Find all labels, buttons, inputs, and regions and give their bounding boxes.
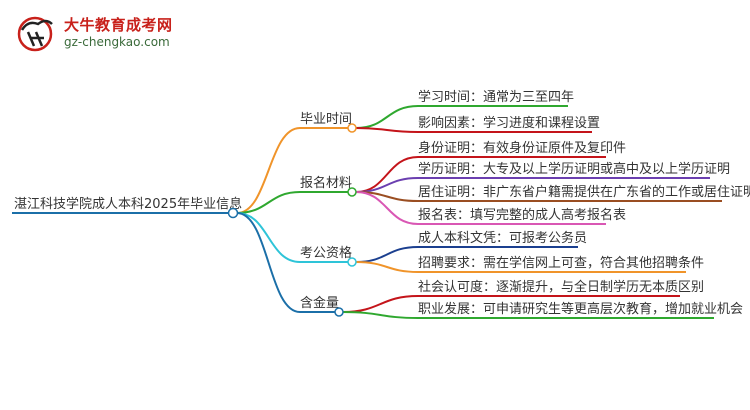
mind-map-nodes: 湛江科技学院成人本科2025年毕业信息 毕业时间 学习时间：通常为三至四年影响因素：…	[14, 89, 750, 317]
leaf-edge	[342, 295, 419, 313]
site-logo[interactable]: 大牛教育成考网 gz-chengkao.com	[14, 10, 172, 56]
leaf-node-label: 居住证明：非广东省户籍需提供在广东省的工作或居住证明	[418, 184, 750, 200]
leaf-node-label: 学习时间：通常为三至四年	[418, 89, 574, 105]
leaf-node-label: 成人本科文凭：可报考公务员	[418, 230, 587, 246]
leaf-node-label: 学历证明：大专及以上学历证明或高中及以上学历证明	[418, 161, 730, 177]
bull-logo-icon	[17, 16, 53, 52]
branch-node-dot[interactable]	[347, 123, 357, 133]
leaf-node-label: 社会认可度：逐渐提升，与全日制学历无本质区别	[418, 279, 704, 295]
leaf-node-label: 报名表：填写完整的成人高考报名表	[418, 207, 626, 223]
branch-node-label: 毕业时间	[300, 112, 352, 127]
branch-edge	[236, 212, 301, 313]
branch-edge	[236, 212, 301, 263]
root-node-label: 湛江科技学院成人本科2025年毕业信息	[14, 196, 242, 212]
leaf-edge	[355, 156, 419, 193]
branch-node-label: 含金量	[300, 295, 339, 311]
site-name: 大牛教育成考网	[64, 16, 173, 34]
leaf-edge	[355, 191, 419, 225]
branch-node-dot[interactable]	[347, 187, 357, 197]
leaf-node-label: 身份证明：有效身份证原件及复印件	[418, 140, 626, 156]
leaf-edge	[355, 246, 419, 263]
site-url[interactable]: gz-chengkao.com	[64, 35, 170, 49]
leaf-edge	[355, 261, 419, 273]
leaf-node-label: 影响因素：学习进度和课程设置	[418, 115, 600, 131]
leaf-edge	[342, 311, 419, 319]
branch-edge	[236, 127, 301, 214]
leaf-edge	[355, 127, 419, 133]
leaf-node-label: 招聘要求：需在学信网上可查，符合其他招聘条件	[418, 255, 704, 271]
leaf-edge	[355, 105, 419, 129]
mind-map-edges	[12, 105, 722, 319]
branch-node-label: 考公资格	[300, 245, 352, 261]
leaf-node-label: 职业发展：可申请研究生等更高层次教育，增加就业机会	[418, 301, 743, 317]
branch-node-dot[interactable]	[334, 307, 344, 317]
branch-node-dot[interactable]	[347, 257, 357, 267]
branch-edge	[236, 191, 301, 214]
branch-node-label: 报名材料	[300, 175, 352, 191]
root-node-dot[interactable]	[227, 207, 239, 219]
